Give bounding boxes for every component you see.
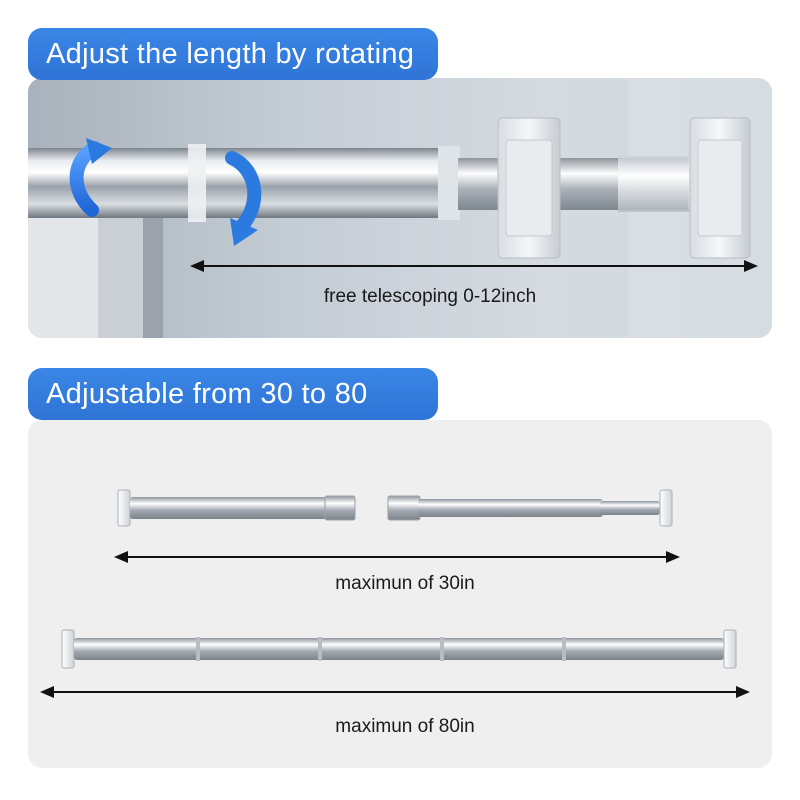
rotation-photo-panel xyxy=(28,78,772,338)
rod-30-right xyxy=(387,489,673,527)
length-range-panel xyxy=(28,420,772,768)
caption-max-80: maximun of 80in xyxy=(335,716,475,737)
rod-30-left xyxy=(117,489,356,527)
rod-closeup-illustration xyxy=(28,78,772,338)
caption-telescoping: free telescoping 0-12inch xyxy=(323,286,537,307)
banner-adjust-length: Adjust the length by rotating xyxy=(28,28,438,80)
rod-80-long xyxy=(61,629,737,669)
banner-adjustable-range: Adjustable from 30 to 80 xyxy=(28,368,438,420)
dimension-arrow-30 xyxy=(114,551,680,563)
dimension-arrow-80 xyxy=(40,686,750,698)
caption-max-30: maximun of 30in xyxy=(335,573,475,594)
